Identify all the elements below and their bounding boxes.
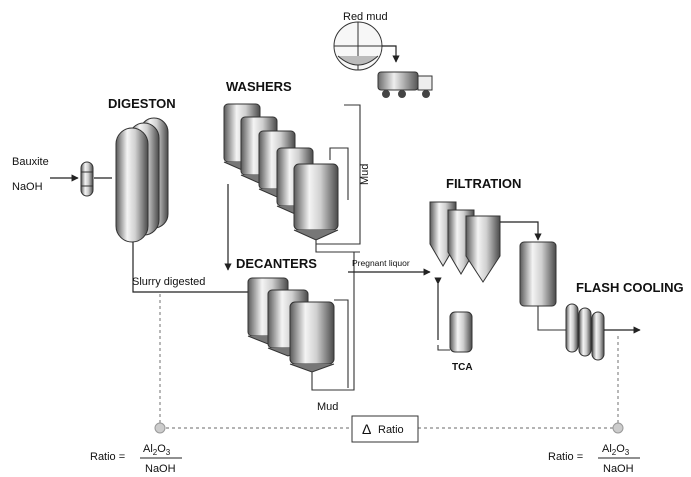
tca-tank xyxy=(449,311,473,353)
ratio-left-prefix: Ratio = xyxy=(90,451,125,463)
bauxite-label: Bauxite xyxy=(12,156,49,168)
decanter-underflow xyxy=(311,252,355,391)
mixer-icon xyxy=(80,161,94,197)
drum-filter-icon xyxy=(333,21,383,71)
ratio-right-sub1: 2 xyxy=(612,448,617,457)
delta-symbol: Δ xyxy=(362,421,371,437)
washer-underflow xyxy=(315,240,360,253)
washer-overflow-loop xyxy=(329,147,349,200)
right-measure-point xyxy=(612,422,624,434)
tca-pipe xyxy=(437,345,450,351)
ratio-right-o: O xyxy=(616,443,625,455)
delta-ratio-label: Ratio xyxy=(378,424,404,436)
flash-cooling-title: FLASH COOLING xyxy=(576,280,684,295)
washer-tanks xyxy=(223,103,339,241)
ratio-right-sub2: 3 xyxy=(625,448,630,457)
flash-cooling-units xyxy=(565,303,605,361)
naoh-label: NaOH xyxy=(12,181,43,193)
red-mud-arrow xyxy=(382,45,400,63)
decanters-title: DECANTERS xyxy=(236,256,317,271)
pregnant-liquor-label: Pregnant liquor xyxy=(352,258,410,268)
precipitation-tank xyxy=(519,241,557,307)
filtration-to-tank-arrow xyxy=(500,221,542,241)
left-measure-point xyxy=(154,422,166,434)
ratio-left-denominator: NaOH xyxy=(145,463,176,475)
washers-title: WASHERS xyxy=(226,79,292,94)
washer-return-line xyxy=(316,104,361,245)
svg-text:Al2O3: Al2O3 xyxy=(143,443,171,457)
tca-label: TCA xyxy=(452,362,473,373)
truck-icon xyxy=(377,71,433,98)
mud-bottom-label: Mud xyxy=(317,401,338,413)
digester-vessels xyxy=(115,117,169,243)
digestion-title: DIGESTON xyxy=(108,96,176,111)
ratio-left-num: Al xyxy=(143,443,153,455)
ratio-left-o: O xyxy=(157,443,166,455)
ratio-right-num: Al xyxy=(602,443,612,455)
slurry-line xyxy=(132,242,248,293)
filtration-title: FILTRATION xyxy=(446,176,521,191)
delta-ratio-box: Δ Ratio xyxy=(351,415,419,443)
ratio-right-prefix: Ratio = xyxy=(548,451,583,463)
ratio-left-sub2: 3 xyxy=(166,448,171,457)
ratio-right-denominator: NaOH xyxy=(603,463,634,475)
slurry-label: Slurry digested xyxy=(132,276,205,288)
filtration-units xyxy=(429,201,501,283)
decanter-overflow xyxy=(334,299,349,388)
tank-to-cooling-line xyxy=(537,306,566,331)
ratio-formula-right: Ratio = Al2O3 NaOH xyxy=(548,443,640,475)
svg-text:Al2O3: Al2O3 xyxy=(602,443,630,457)
mud-vertical-label: Mud xyxy=(359,164,371,185)
ratio-formula-left: Ratio = Al2O3 NaOH xyxy=(90,443,182,475)
decanter-tanks xyxy=(247,277,335,373)
red-mud-label: Red mud xyxy=(343,11,388,23)
ratio-left-sub1: 2 xyxy=(153,448,158,457)
